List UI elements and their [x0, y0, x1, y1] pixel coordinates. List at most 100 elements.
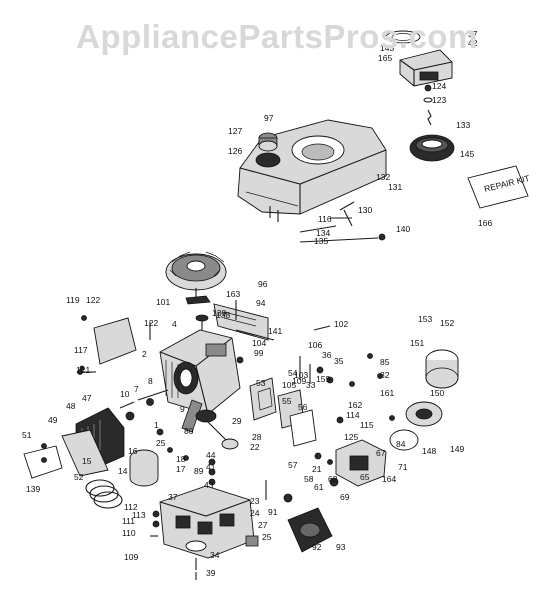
- fuel-tank-shroud: [237, 119, 387, 227]
- part-number-label: 27: [258, 520, 268, 530]
- part-number-label: 36: [322, 350, 332, 360]
- starter-housing: [425, 349, 459, 389]
- part-number-label: 58: [304, 474, 314, 484]
- part-number-label: 119: [66, 295, 80, 305]
- part-number-label: 116: [318, 214, 332, 224]
- part-number-label: 138: [216, 310, 230, 320]
- part-number-label: 140: [396, 224, 410, 234]
- recoil-starter: [283, 493, 333, 553]
- part-number-label: 42: [468, 38, 478, 48]
- part-number-label: 164: [382, 474, 396, 484]
- crankshaft: [181, 399, 239, 450]
- part-number-label: 104: [252, 338, 266, 348]
- part-number-label: 44: [206, 450, 216, 460]
- part-number-label: 122: [86, 295, 100, 305]
- part-number-label: 29: [232, 416, 242, 426]
- part-number-label: 65: [360, 472, 370, 482]
- part-number-label: 145: [460, 149, 474, 159]
- part-number-label: 149: [450, 444, 464, 454]
- part-number-label: 69: [340, 492, 350, 502]
- part-number-label: 49: [48, 415, 58, 425]
- part-number-label: 2: [142, 349, 147, 359]
- part-number-label: 125: [344, 432, 358, 442]
- part-number-label: 135: [314, 236, 328, 246]
- part-number-label: 14: [118, 466, 128, 476]
- part-number-label: 91: [268, 507, 278, 517]
- part-number-label: 92: [312, 542, 322, 552]
- part-number-label: 4: [172, 319, 177, 329]
- part-number-label: 97: [264, 113, 274, 123]
- part-number-label: 134: [316, 228, 330, 238]
- part-number-label: 37: [168, 492, 178, 502]
- part-number-label: 47: [82, 393, 92, 403]
- part-number-label: 35: [334, 356, 344, 366]
- part-number-label: 117: [74, 345, 88, 355]
- part-number-label: 10: [120, 389, 130, 399]
- part-number-label: 139: [212, 308, 226, 318]
- part-number-label: 141: [268, 326, 282, 336]
- piston-and-rings: [85, 449, 159, 509]
- part-number-label: 37: [468, 29, 478, 39]
- part-number-label: 24: [250, 508, 260, 518]
- part-number-label: 33: [306, 380, 316, 390]
- part-number-label: 122: [144, 318, 158, 328]
- part-number-label: 126: [228, 146, 242, 156]
- part-number-label: 41: [206, 462, 216, 472]
- part-number-label: 1: [154, 420, 159, 430]
- air-filter-element: [409, 134, 455, 162]
- part-number-label: 54: [288, 368, 298, 378]
- part-number-label: 161: [380, 388, 394, 398]
- part-number-label: 150: [430, 388, 444, 398]
- part-number-label: 52: [74, 472, 84, 482]
- part-number-label: 7: [134, 384, 139, 394]
- part-number-label: 39: [206, 568, 216, 578]
- part-number-label: 127: [228, 126, 242, 136]
- part-number-label: 15: [82, 456, 92, 466]
- part-number-label: 21: [312, 464, 322, 474]
- part-number-label: 80: [184, 426, 194, 436]
- part-number-label: 132: [376, 172, 390, 182]
- part-number-label: 51: [22, 430, 32, 440]
- part-number-label: 48: [66, 401, 76, 411]
- part-number-label: 106: [308, 340, 322, 350]
- part-number-label: 113: [132, 510, 146, 520]
- part-number-label: 103: [294, 370, 308, 380]
- part-number-label: 43: [204, 480, 214, 490]
- part-number-label: 25: [156, 438, 166, 448]
- part-number-label: 143: [380, 43, 394, 53]
- part-number-label: 163: [226, 289, 240, 299]
- part-number-label: 93: [336, 542, 346, 552]
- part-number-label: 94: [256, 298, 266, 308]
- part-number-label: 99: [254, 348, 264, 358]
- part-number-label: 89: [194, 466, 204, 476]
- fuel-cap-assembly: [385, 30, 453, 126]
- part-number-label: 166: [478, 218, 492, 228]
- part-number-label: 124: [432, 81, 446, 91]
- part-number-label: 25: [262, 532, 272, 542]
- part-number-label: 114: [346, 410, 360, 420]
- part-number-label: 62: [328, 474, 338, 484]
- part-number-label: 121: [76, 365, 90, 375]
- part-number-label: 34: [210, 550, 220, 560]
- part-number-label: 55: [282, 396, 292, 406]
- part-number-label: 9: [180, 404, 185, 414]
- part-number-label: 152: [440, 318, 454, 328]
- part-number-label: 162: [348, 400, 362, 410]
- part-number-label: 151: [410, 338, 424, 348]
- part-number-label: 82: [380, 370, 390, 380]
- part-number-label: 17: [176, 464, 186, 474]
- part-number-label: 85: [380, 357, 390, 367]
- part-number-label: 96: [258, 279, 268, 289]
- part-number-label: 159: [316, 374, 330, 384]
- part-number-label: 57: [288, 460, 298, 470]
- part-number-label: 109: [124, 552, 138, 562]
- part-number-label: 123: [432, 95, 446, 105]
- part-number-label: 109: [292, 376, 306, 386]
- carburetor: [329, 439, 387, 487]
- part-number-label: 67: [376, 448, 386, 458]
- part-number-label: 23: [250, 496, 260, 506]
- part-number-label: 102: [334, 319, 348, 329]
- part-number-label: 133: [456, 120, 470, 130]
